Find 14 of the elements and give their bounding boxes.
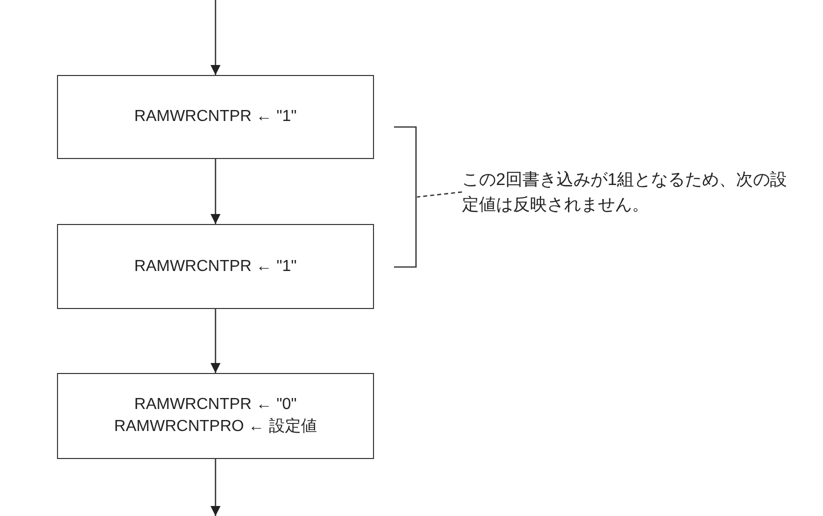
arrow [210,459,220,516]
leader-line [416,191,462,198]
arrow [210,0,220,75]
process-box [57,373,374,459]
bracket [394,126,417,268]
note-text: この2回書き込みが1組となるため、次の設定値は反映されません。 [462,166,802,218]
assignment-text: RAMWRCNTPR ← "1" [134,256,297,276]
arrow [210,159,220,224]
arrow [210,309,220,373]
assignment-text: RAMWRCNTPRO ← 設定値 [114,416,317,437]
assignment-text: RAMWRCNTPR ← "0" [134,395,297,415]
process-box [57,224,374,309]
process-box [57,75,374,159]
assignment-text: RAMWRCNTPR ← "1" [134,107,297,127]
